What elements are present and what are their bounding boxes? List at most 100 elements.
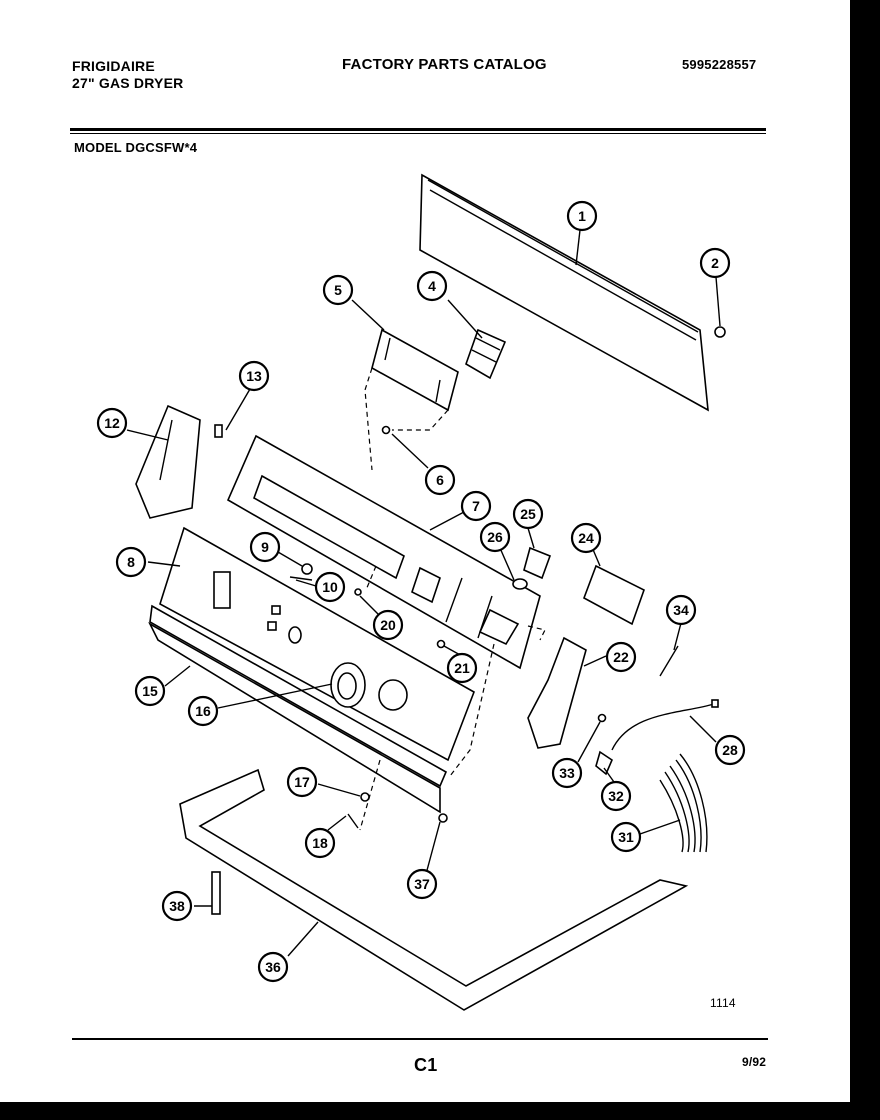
revision-date: 9/92 (742, 1055, 767, 1069)
callout-label: 28 (722, 742, 738, 758)
callout-label: 32 (608, 788, 624, 804)
callout-label: 7 (472, 498, 480, 514)
callout-9: 9 (249, 531, 281, 563)
part-10-screw (289, 576, 313, 581)
callout-label: 16 (195, 703, 211, 719)
part-25-switch (523, 546, 552, 580)
callout-10: 10 (314, 571, 346, 603)
part-37-screw (438, 813, 448, 823)
catalog-number: 5995228557 (682, 57, 757, 72)
callout-label: 37 (414, 876, 430, 892)
callout-7: 7 (460, 490, 492, 522)
callout-label: 13 (246, 368, 262, 384)
callout-37: 37 (406, 868, 438, 900)
callout-label: 18 (312, 835, 328, 851)
part-2-screw (714, 326, 726, 338)
callout-2: 2 (699, 247, 731, 279)
callout-label: 38 (169, 898, 185, 914)
callout-label: 2 (711, 255, 719, 271)
callout-label: 8 (127, 554, 135, 570)
part-4-timer (465, 328, 507, 380)
part-22-end-cap (527, 636, 587, 749)
part-16-knob (330, 662, 408, 711)
callout-33: 33 (551, 757, 583, 789)
callout-label: 25 (520, 506, 536, 522)
callout-15: 15 (134, 675, 166, 707)
callout-24: 24 (570, 522, 602, 554)
callout-label: 15 (142, 683, 158, 699)
part-32-clamp (595, 750, 613, 776)
product-name: 27" GAS DRYER (72, 75, 184, 91)
callout-36: 36 (257, 951, 289, 983)
callout-5: 5 (322, 274, 354, 306)
callout-label: 26 (487, 529, 503, 545)
callout-label: 1 (578, 208, 586, 224)
callout-4: 4 (416, 270, 448, 302)
callout-label: 9 (261, 539, 269, 555)
scan-border-bottom (0, 1102, 880, 1120)
part-13-clip (214, 424, 223, 438)
callout-25: 25 (512, 498, 544, 530)
callout-label: 36 (265, 959, 281, 975)
header-rule-thin (70, 133, 766, 134)
part-21-screw (436, 639, 446, 649)
callout-label: 22 (613, 649, 629, 665)
callout-22: 22 (605, 641, 637, 673)
callout-16: 16 (187, 695, 219, 727)
callout-26: 26 (479, 521, 511, 553)
callout-label: 17 (294, 774, 310, 790)
callout-38: 38 (161, 890, 193, 922)
part-36-top (179, 768, 689, 1011)
catalog-title: FACTORY PARTS CATALOG (342, 56, 547, 73)
part-28-wire (611, 699, 719, 751)
callout-28: 28 (714, 734, 746, 766)
callout-21: 21 (446, 652, 478, 684)
part-5-bracket (371, 328, 459, 412)
dash-leaders (359, 565, 495, 831)
callout-6: 6 (424, 464, 456, 496)
part-34-screw (659, 645, 679, 677)
part-38-hinge (211, 871, 221, 915)
callout-label: 5 (334, 282, 342, 298)
model-label: MODEL DGCSFW*4 (74, 140, 198, 155)
drawing-code: 1114 (710, 996, 736, 1010)
callout-label: 31 (618, 829, 634, 845)
brand-block: FRIGIDAIRE 27" GAS DRYER (72, 58, 183, 92)
part-7-control-panel (226, 434, 541, 670)
part-24-switch (583, 564, 645, 626)
brand-name: FRIGIDAIRE (72, 58, 155, 74)
part-33-screw (597, 713, 607, 723)
callout-12: 12 (96, 407, 128, 439)
part-31-harness (659, 753, 708, 853)
callout-18: 18 (304, 827, 336, 859)
callout-31: 31 (610, 821, 642, 853)
callout-label: 34 (673, 602, 689, 618)
part-12-end-cap (135, 404, 201, 519)
callout-1: 1 (566, 200, 598, 232)
part-20-screw (354, 588, 362, 596)
callout-label: 33 (559, 765, 575, 781)
part-6-screw (381, 425, 391, 435)
part-26-lamp (512, 578, 528, 590)
callout-label: 21 (454, 660, 470, 676)
callout-13: 13 (238, 360, 270, 392)
part-1-rear-panel (419, 173, 709, 412)
callout-label: 6 (436, 472, 444, 488)
leader-lines (126, 229, 721, 957)
callout-label: 12 (104, 415, 120, 431)
scan-border-right (850, 0, 880, 1120)
footer-rule (72, 1038, 768, 1040)
page-number: C1 (414, 1055, 438, 1075)
callout-label: 4 (428, 278, 436, 294)
callout-8: 8 (115, 546, 147, 578)
part-9-knob (301, 563, 313, 575)
part-17-screw (360, 792, 370, 802)
callout-20: 20 (372, 609, 404, 641)
part-15-trim-strip (148, 604, 448, 814)
part-18-screw (347, 813, 359, 829)
callout-label: 20 (380, 617, 396, 633)
header-rule (70, 128, 766, 131)
callout-34: 34 (665, 594, 697, 626)
dash-leader-5 (364, 367, 449, 471)
